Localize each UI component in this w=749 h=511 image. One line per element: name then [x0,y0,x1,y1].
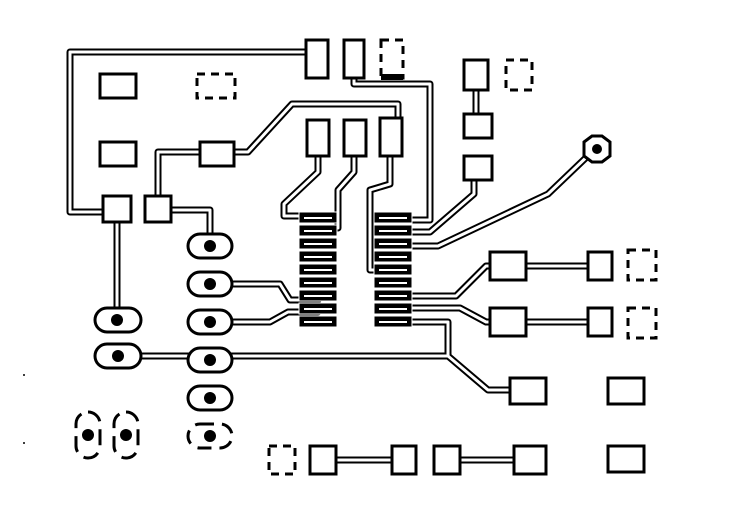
registration-dot-1 [23,374,25,376]
dashed-pad-left [195,72,237,100]
ic-pad-gaps [304,217,407,323]
th-pad-left-2 [93,342,143,370]
pad-tr-2 [462,112,494,140]
pad-mid-r4 [586,306,614,338]
pad-tr-3 [462,154,494,182]
trace-bottom-bus [114,326,452,360]
pad-mid-r3 [488,306,528,338]
th-pad-1 [186,232,234,260]
pad-mid-r2 [586,250,614,282]
pad-header-1 [305,118,331,158]
pad-bottom-r1 [508,376,548,406]
pad-bottom-r2 [606,376,646,406]
pad-mid-left [143,194,173,224]
dashed-pad-mid-2 [626,306,658,340]
th-pad-left-1 [93,306,143,334]
pad-bottom-b2 [390,444,418,476]
th-pad-bl-1 [74,410,102,460]
pad-bottom-b5 [606,444,646,474]
pad-top-1 [304,38,330,80]
th-pad-2 [186,270,234,298]
th-pad-bl-2 [112,410,140,460]
dashed-pad-top [379,38,405,80]
dashed-pad-bottom [267,444,297,476]
pad-left-top [98,72,138,100]
smd-pads [98,38,646,476]
dashed-pad-mid-1 [626,248,658,282]
th-pad-5 [186,384,234,412]
pad-mid-r1 [488,250,528,282]
pad-tr-1 [462,58,490,92]
pad-bottom-b4 [512,444,548,476]
th-pad-3 [186,308,234,336]
pad-header-3 [378,116,404,158]
pad-bottom-b3 [432,444,462,476]
pad-top-3-bar [381,74,403,80]
through-hole-pads [74,134,612,460]
th-pad-4 [186,346,234,374]
pad-left-low [101,194,133,224]
pad-bottom-b1 [308,444,338,476]
pad-left-mid [98,140,138,168]
dashed-pad-tr [504,58,534,92]
via-pad [582,134,612,164]
th-pad-6 [186,422,234,450]
pad-header-2 [342,118,368,158]
registration-dot-2 [23,442,25,444]
pad-resistor [198,140,236,168]
pad-top-2 [342,38,366,80]
ic-footprint [298,211,413,328]
